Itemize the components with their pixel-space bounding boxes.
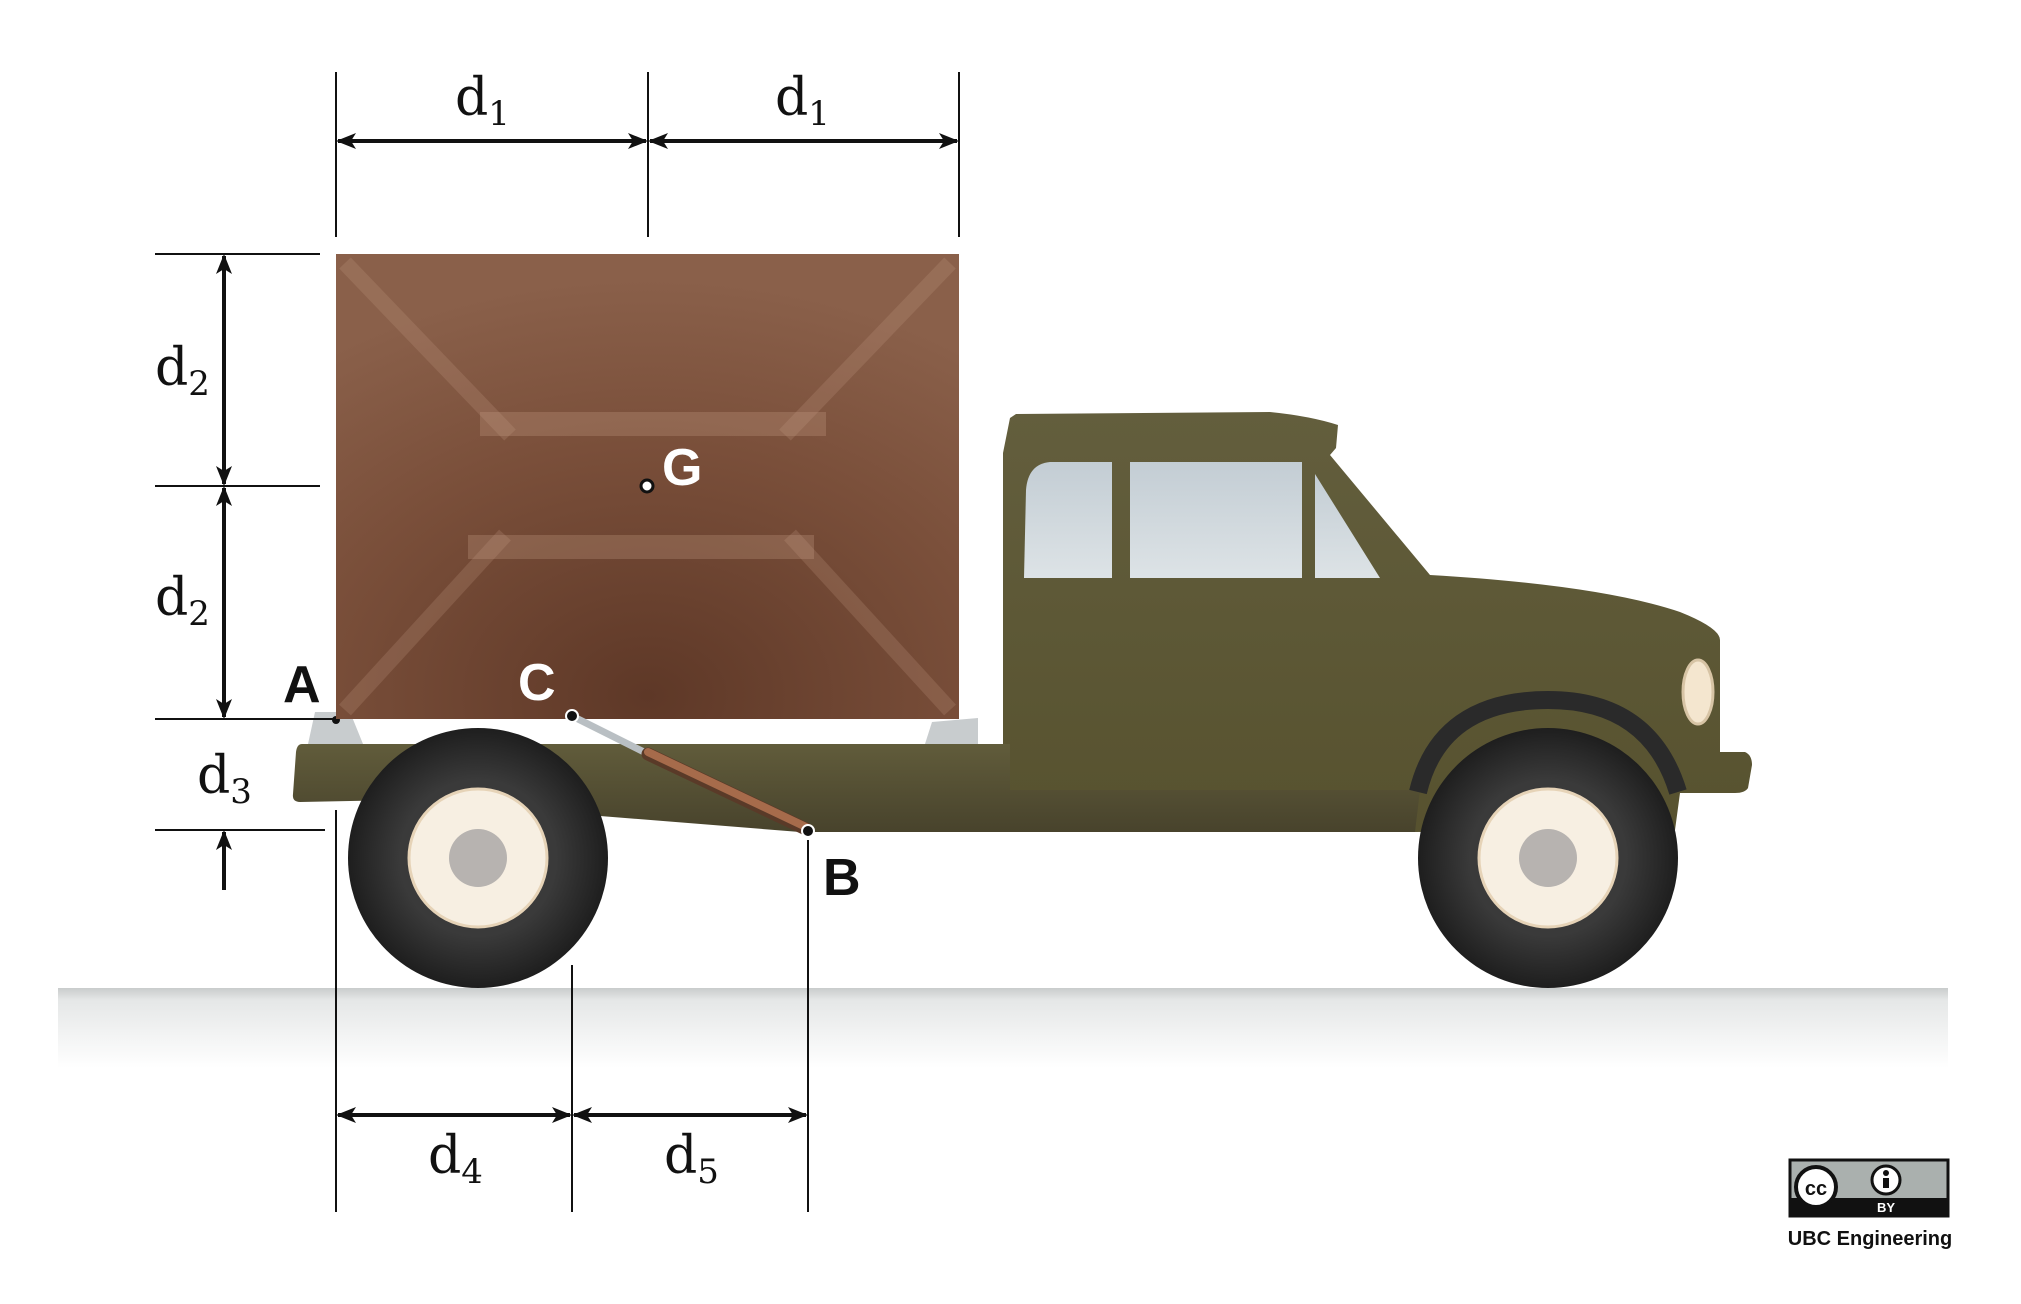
- cc-icon-text: cc: [1805, 1178, 1827, 1200]
- ground: [58, 988, 1948, 1068]
- dimension-arrows: [216, 133, 959, 1123]
- cab-window-center: [1130, 462, 1302, 578]
- crate: [336, 254, 959, 719]
- label-d5: d5: [664, 1126, 719, 1192]
- by-text: BY: [1877, 1200, 1895, 1215]
- cc-by-badge: cc BY: [1788, 1158, 1950, 1218]
- label-point-c: C: [518, 654, 556, 712]
- label-d2-bottom: d2: [155, 568, 210, 634]
- point-c-marker: [565, 709, 579, 723]
- headlight: [1681, 658, 1715, 726]
- rest-block: [925, 718, 978, 744]
- truck-cab: [1003, 412, 1752, 832]
- front-wheel: [1418, 728, 1678, 988]
- label-d3: d3: [197, 746, 252, 812]
- extension-lines: [155, 72, 960, 1212]
- label-point-b: B: [823, 849, 861, 907]
- point-b-marker: [801, 824, 815, 838]
- cc-icon: [1794, 1165, 1838, 1209]
- rear-wheel: [348, 728, 608, 988]
- point-g-marker: [639, 478, 655, 494]
- label-point-a: A: [283, 656, 321, 714]
- label-point-g: G: [662, 439, 702, 497]
- label-d2-top: d2: [155, 338, 210, 404]
- label-d1-right: d1: [775, 68, 830, 134]
- label-d1-left: d1: [455, 68, 510, 134]
- hydraulic-cylinder: [568, 712, 813, 836]
- cab-window-right: [1315, 474, 1380, 578]
- cab-window-left: [1024, 462, 1112, 578]
- label-d4: d4: [428, 1126, 483, 1192]
- credit-text: UBC Engineering: [1788, 1228, 1952, 1250]
- front-fender: [1409, 690, 1687, 795]
